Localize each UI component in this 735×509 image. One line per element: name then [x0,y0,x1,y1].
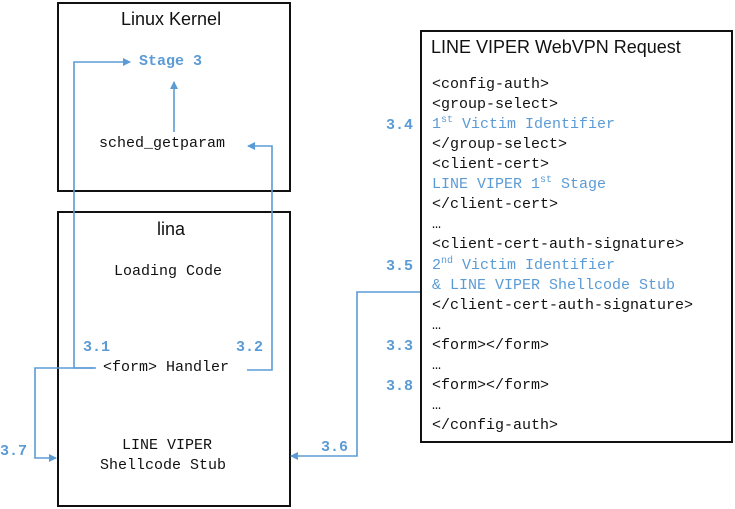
req-line: </config-auth> [432,417,559,434]
req-line: <client-cert> [432,156,550,173]
req-line: </group-select> [432,136,568,153]
step-3-7: 3.7 [0,443,28,460]
req-line: … [432,216,442,233]
stage3-label: Stage 3 [139,53,203,70]
req-sup: nd [441,256,454,267]
req-line: <form></form> [432,377,550,394]
shellcode-stub-line1: LINE VIPER [122,437,213,454]
step-3-6: 3.6 [321,439,349,456]
linux-kernel-title: Linux Kernel [121,9,222,29]
step-3-5: 3.5 [386,258,414,275]
req-line: </client-cert> [432,196,559,213]
shellcode-stub-line2: Shellcode Stub [100,457,227,474]
step-3-8: 3.8 [386,378,414,395]
req-line-victim-id-1: 1st Victim Identifier [432,115,616,134]
lina-title: lina [157,219,186,239]
req-line: … [432,357,442,374]
req-text: 2 [432,257,442,274]
req-line: <form></form> [432,337,550,354]
step-3-1: 3.1 [83,339,111,356]
arrow-3-1 [73,58,131,369]
req-text: Victim Identifier [453,257,616,274]
req-line-victim-id-2: 2nd Victim Identifier [432,256,616,275]
req-text: 1 [432,116,442,133]
req-line: <group-select> [432,96,559,113]
arrow-3-7 [34,367,94,462]
step-3-2: 3.2 [236,339,264,356]
req-line-shellcode-stub: & LINE VIPER Shellcode Stub [432,277,676,294]
step-3-3: 3.3 [386,338,414,355]
req-line-first-stage: LINE VIPER 1st Stage [432,175,607,194]
req-line: <client-cert-auth-signature> [432,236,685,253]
loading-code-label: Loading Code [114,263,223,280]
request-title: LINE VIPER WebVPN Request [431,37,681,57]
req-line: </client-cert-auth-signature> [432,297,694,314]
arrow-3-2 [247,142,273,371]
step-3-4: 3.4 [386,117,414,134]
req-line: … [432,397,442,414]
lina-box [57,211,291,507]
req-text: Stage [552,176,607,193]
req-line: <config-auth> [432,76,550,93]
req-line: … [432,317,442,334]
req-text: LINE VIPER 1 [432,176,541,193]
webvpn-request-box [420,30,733,443]
req-text: Victim Identifier [453,116,616,133]
arrow-3-6 [290,291,420,460]
req-sup: st [441,115,454,126]
req-sup: st [540,175,553,186]
form-handler-label: <form> Handler [103,359,230,376]
sched-getparam-label: sched_getparam [99,135,226,152]
